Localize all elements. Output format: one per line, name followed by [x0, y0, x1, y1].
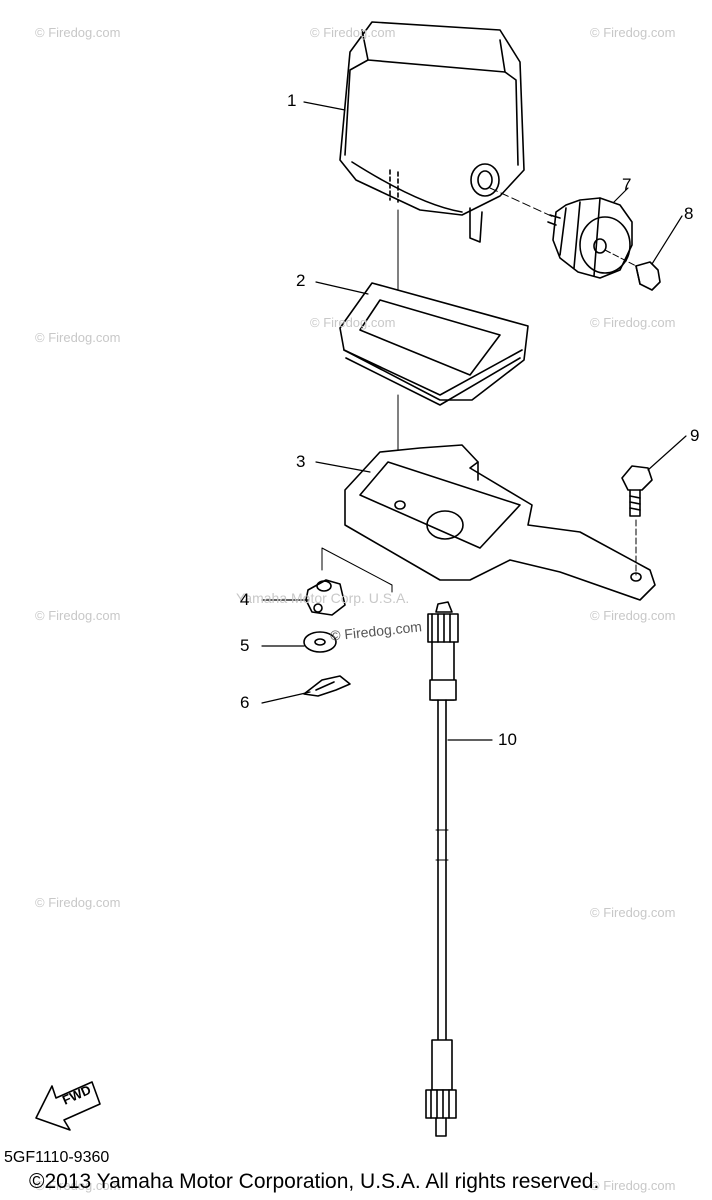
- watermark: © Firedog.com: [590, 905, 676, 920]
- watermark: © Firedog.com: [35, 1178, 121, 1193]
- washer: [303, 631, 337, 653]
- copyright-notice: ©2013 Yamaha Motor Corporation, U.S.A. A…: [29, 1170, 600, 1193]
- callout-8: 8: [684, 204, 694, 223]
- watermark: © Firedog.com: [35, 25, 121, 40]
- watermark: © Firedog.com: [35, 608, 121, 623]
- meter-bracket: [344, 444, 656, 601]
- watermark-inline: Yamaha Motor Corp. U.S.A.: [236, 590, 410, 606]
- callout-3: 3: [296, 452, 306, 471]
- meter-cushion: [339, 282, 529, 406]
- callout-7: 7: [622, 175, 632, 194]
- callout-2: 2: [296, 271, 306, 290]
- fwd-arrow-icon: [35, 1081, 101, 1131]
- watermark: © Firedog.com: [35, 895, 121, 910]
- watermark: © Firedog.com: [310, 315, 396, 330]
- axis-line-knob: [489, 187, 561, 221]
- callout-10: 10: [498, 730, 517, 749]
- meter-housing: [339, 21, 525, 243]
- watermark: © Firedog.com: [35, 330, 121, 345]
- trip-knob: [547, 197, 633, 279]
- callout-9: 9: [690, 426, 700, 445]
- watermark: © Firedog.com: [590, 315, 676, 330]
- bracket-bolt: [621, 465, 653, 517]
- callout-4: 4: [240, 590, 250, 609]
- diagram-code: 5GF1110-9360: [4, 1149, 110, 1166]
- clip: [303, 675, 351, 697]
- knob-screw: [635, 261, 661, 291]
- callout-1: 1: [287, 91, 297, 110]
- callout-6: 6: [240, 693, 250, 712]
- watermark: © Firedog.com: [590, 25, 676, 40]
- callout-5: 5: [240, 636, 250, 655]
- meter-cable: [425, 601, 459, 1137]
- watermark: © Firedog.com: [590, 1178, 676, 1193]
- grommet: [305, 579, 346, 616]
- watermark: © Firedog.com: [310, 25, 396, 40]
- watermark: © Firedog.com: [590, 608, 676, 623]
